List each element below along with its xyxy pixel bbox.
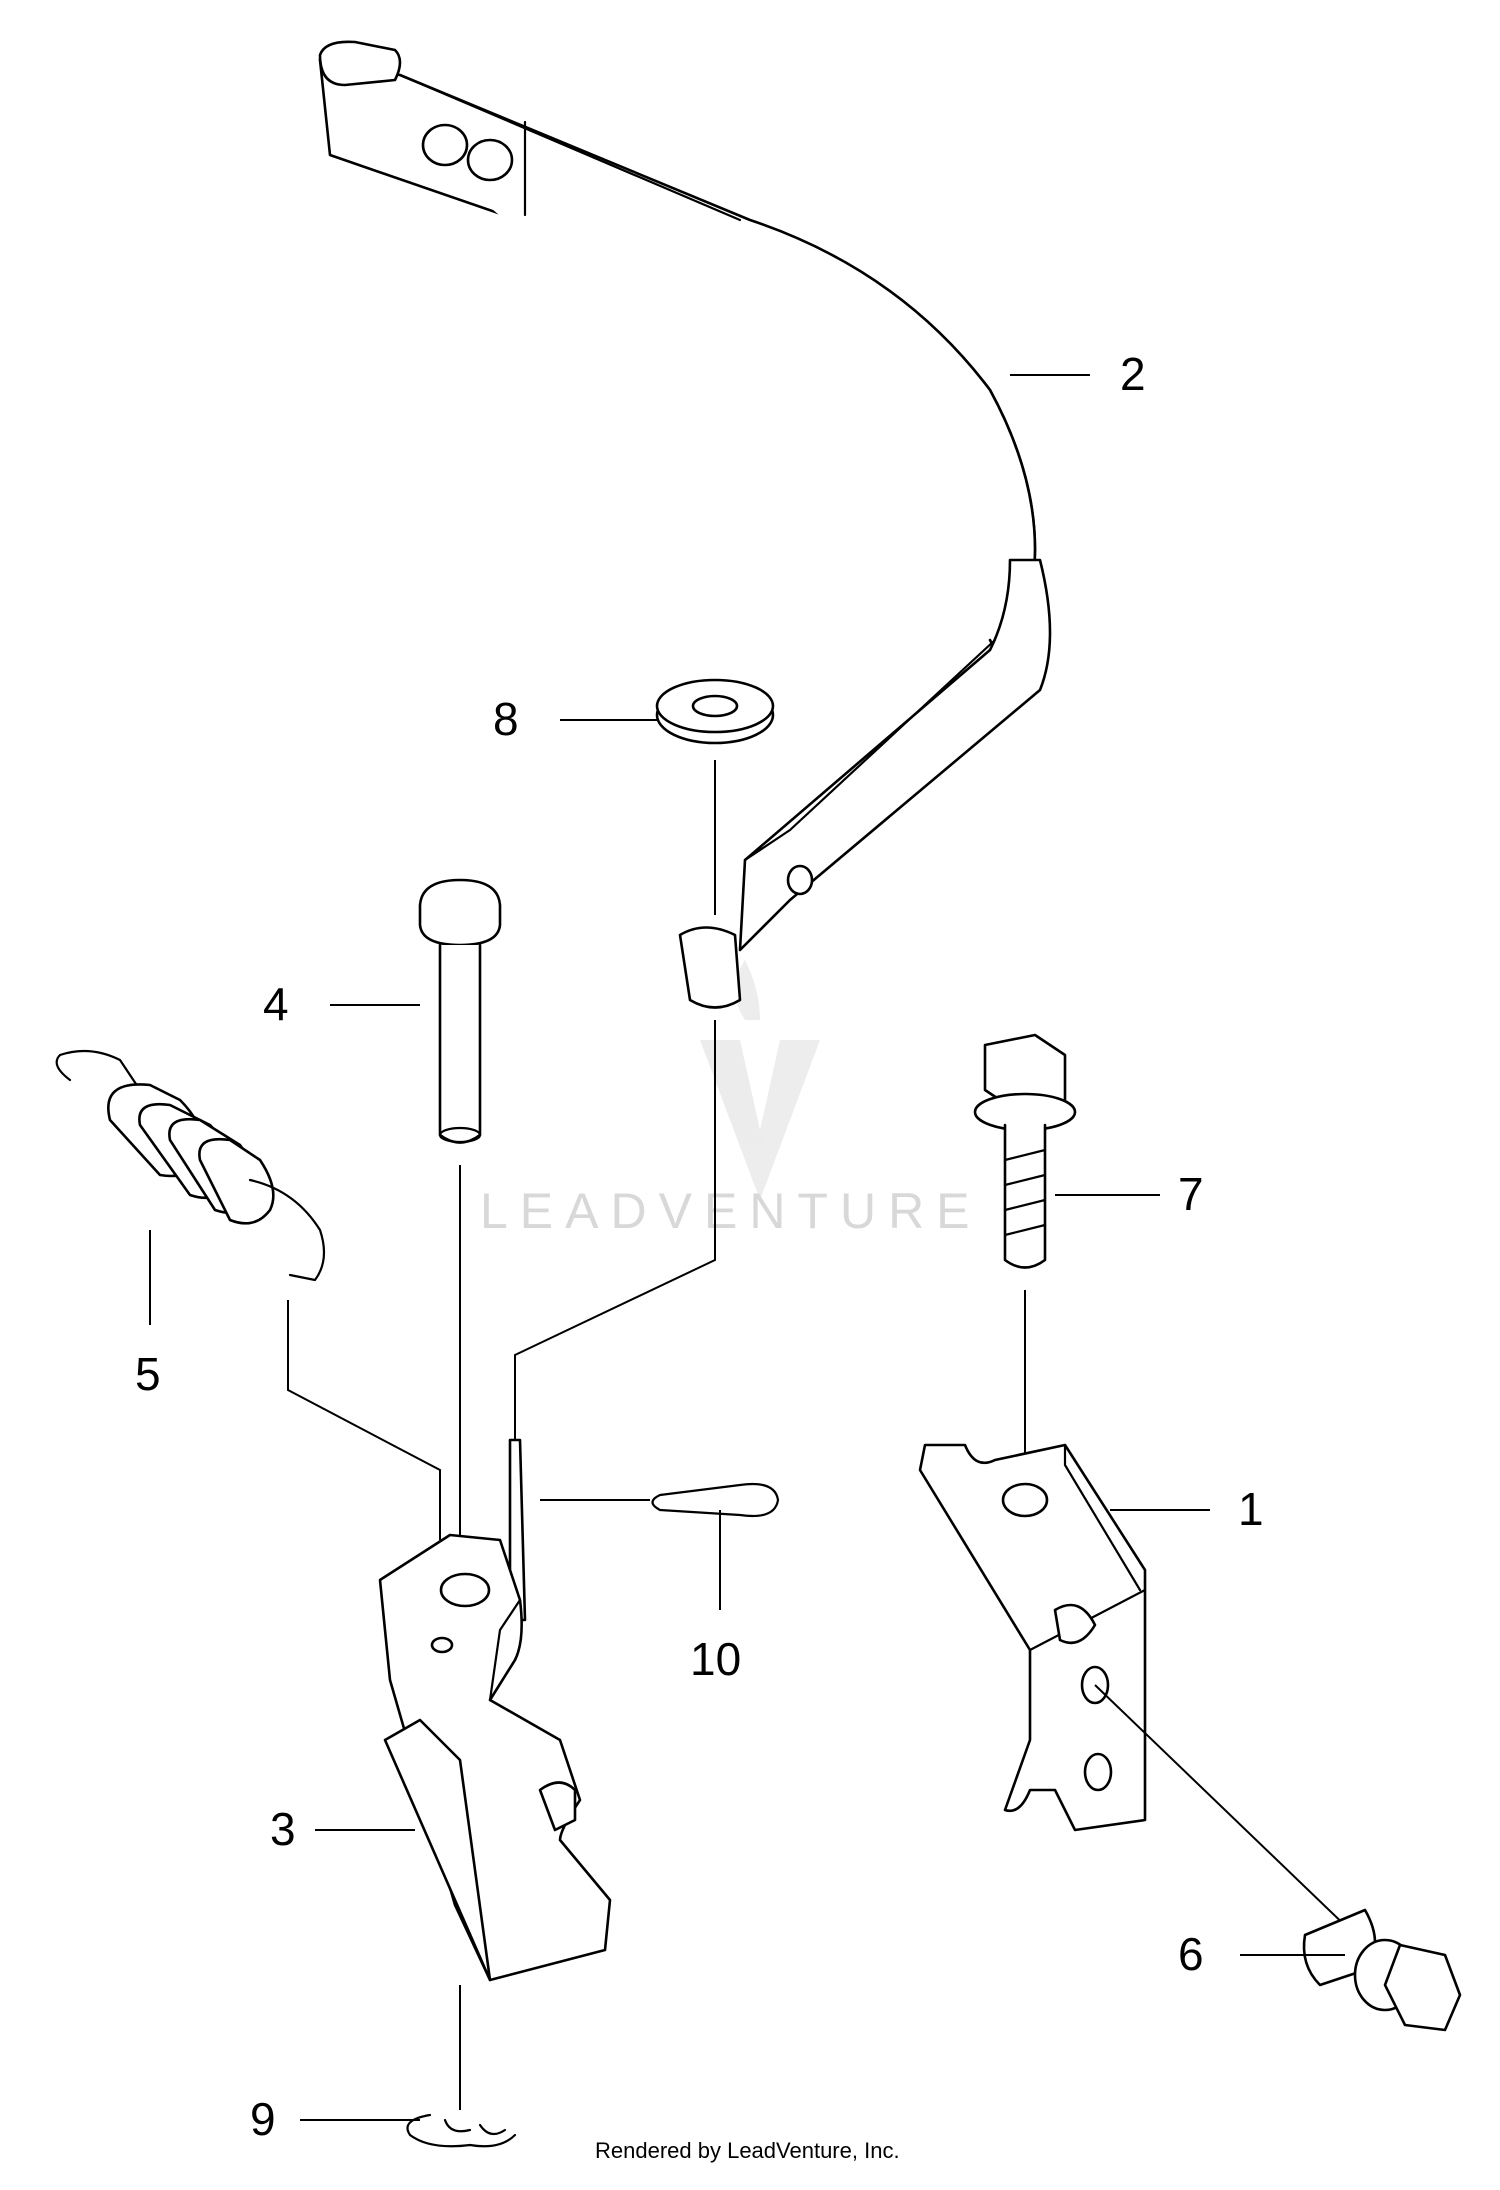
flange-bolt-6	[1302, 1908, 1462, 2032]
callout-1: 1	[1238, 1483, 1264, 1535]
flange-bolt-7	[973, 1033, 1077, 1269]
extension-spring	[55, 1049, 326, 1282]
callout-3: 3	[270, 1803, 296, 1855]
callout-8: 8	[493, 693, 519, 745]
watermark-text: LEADVENTURE	[480, 1183, 982, 1239]
callout-6: 6	[1178, 1928, 1204, 1980]
callout-5: 5	[135, 1348, 161, 1400]
e-clip	[406, 2113, 517, 2148]
brake-band	[318, 40, 1052, 1009]
render-credit: Rendered by LeadVenture, Inc.	[595, 2138, 900, 2163]
callout-2: 2	[1120, 348, 1146, 400]
callout-7: 7	[1178, 1168, 1204, 1220]
washer	[655, 678, 775, 745]
callout-10: 10	[690, 1633, 741, 1685]
brake-lever	[378, 1020, 716, 1982]
cotter-pin	[651, 1482, 780, 1518]
mounting-bracket	[918, 1443, 1147, 1832]
clevis-pin	[418, 878, 502, 1144]
callout-4: 4	[263, 978, 289, 1030]
leadventure-logo	[700, 960, 820, 1200]
callout-9: 9	[250, 2093, 276, 2145]
